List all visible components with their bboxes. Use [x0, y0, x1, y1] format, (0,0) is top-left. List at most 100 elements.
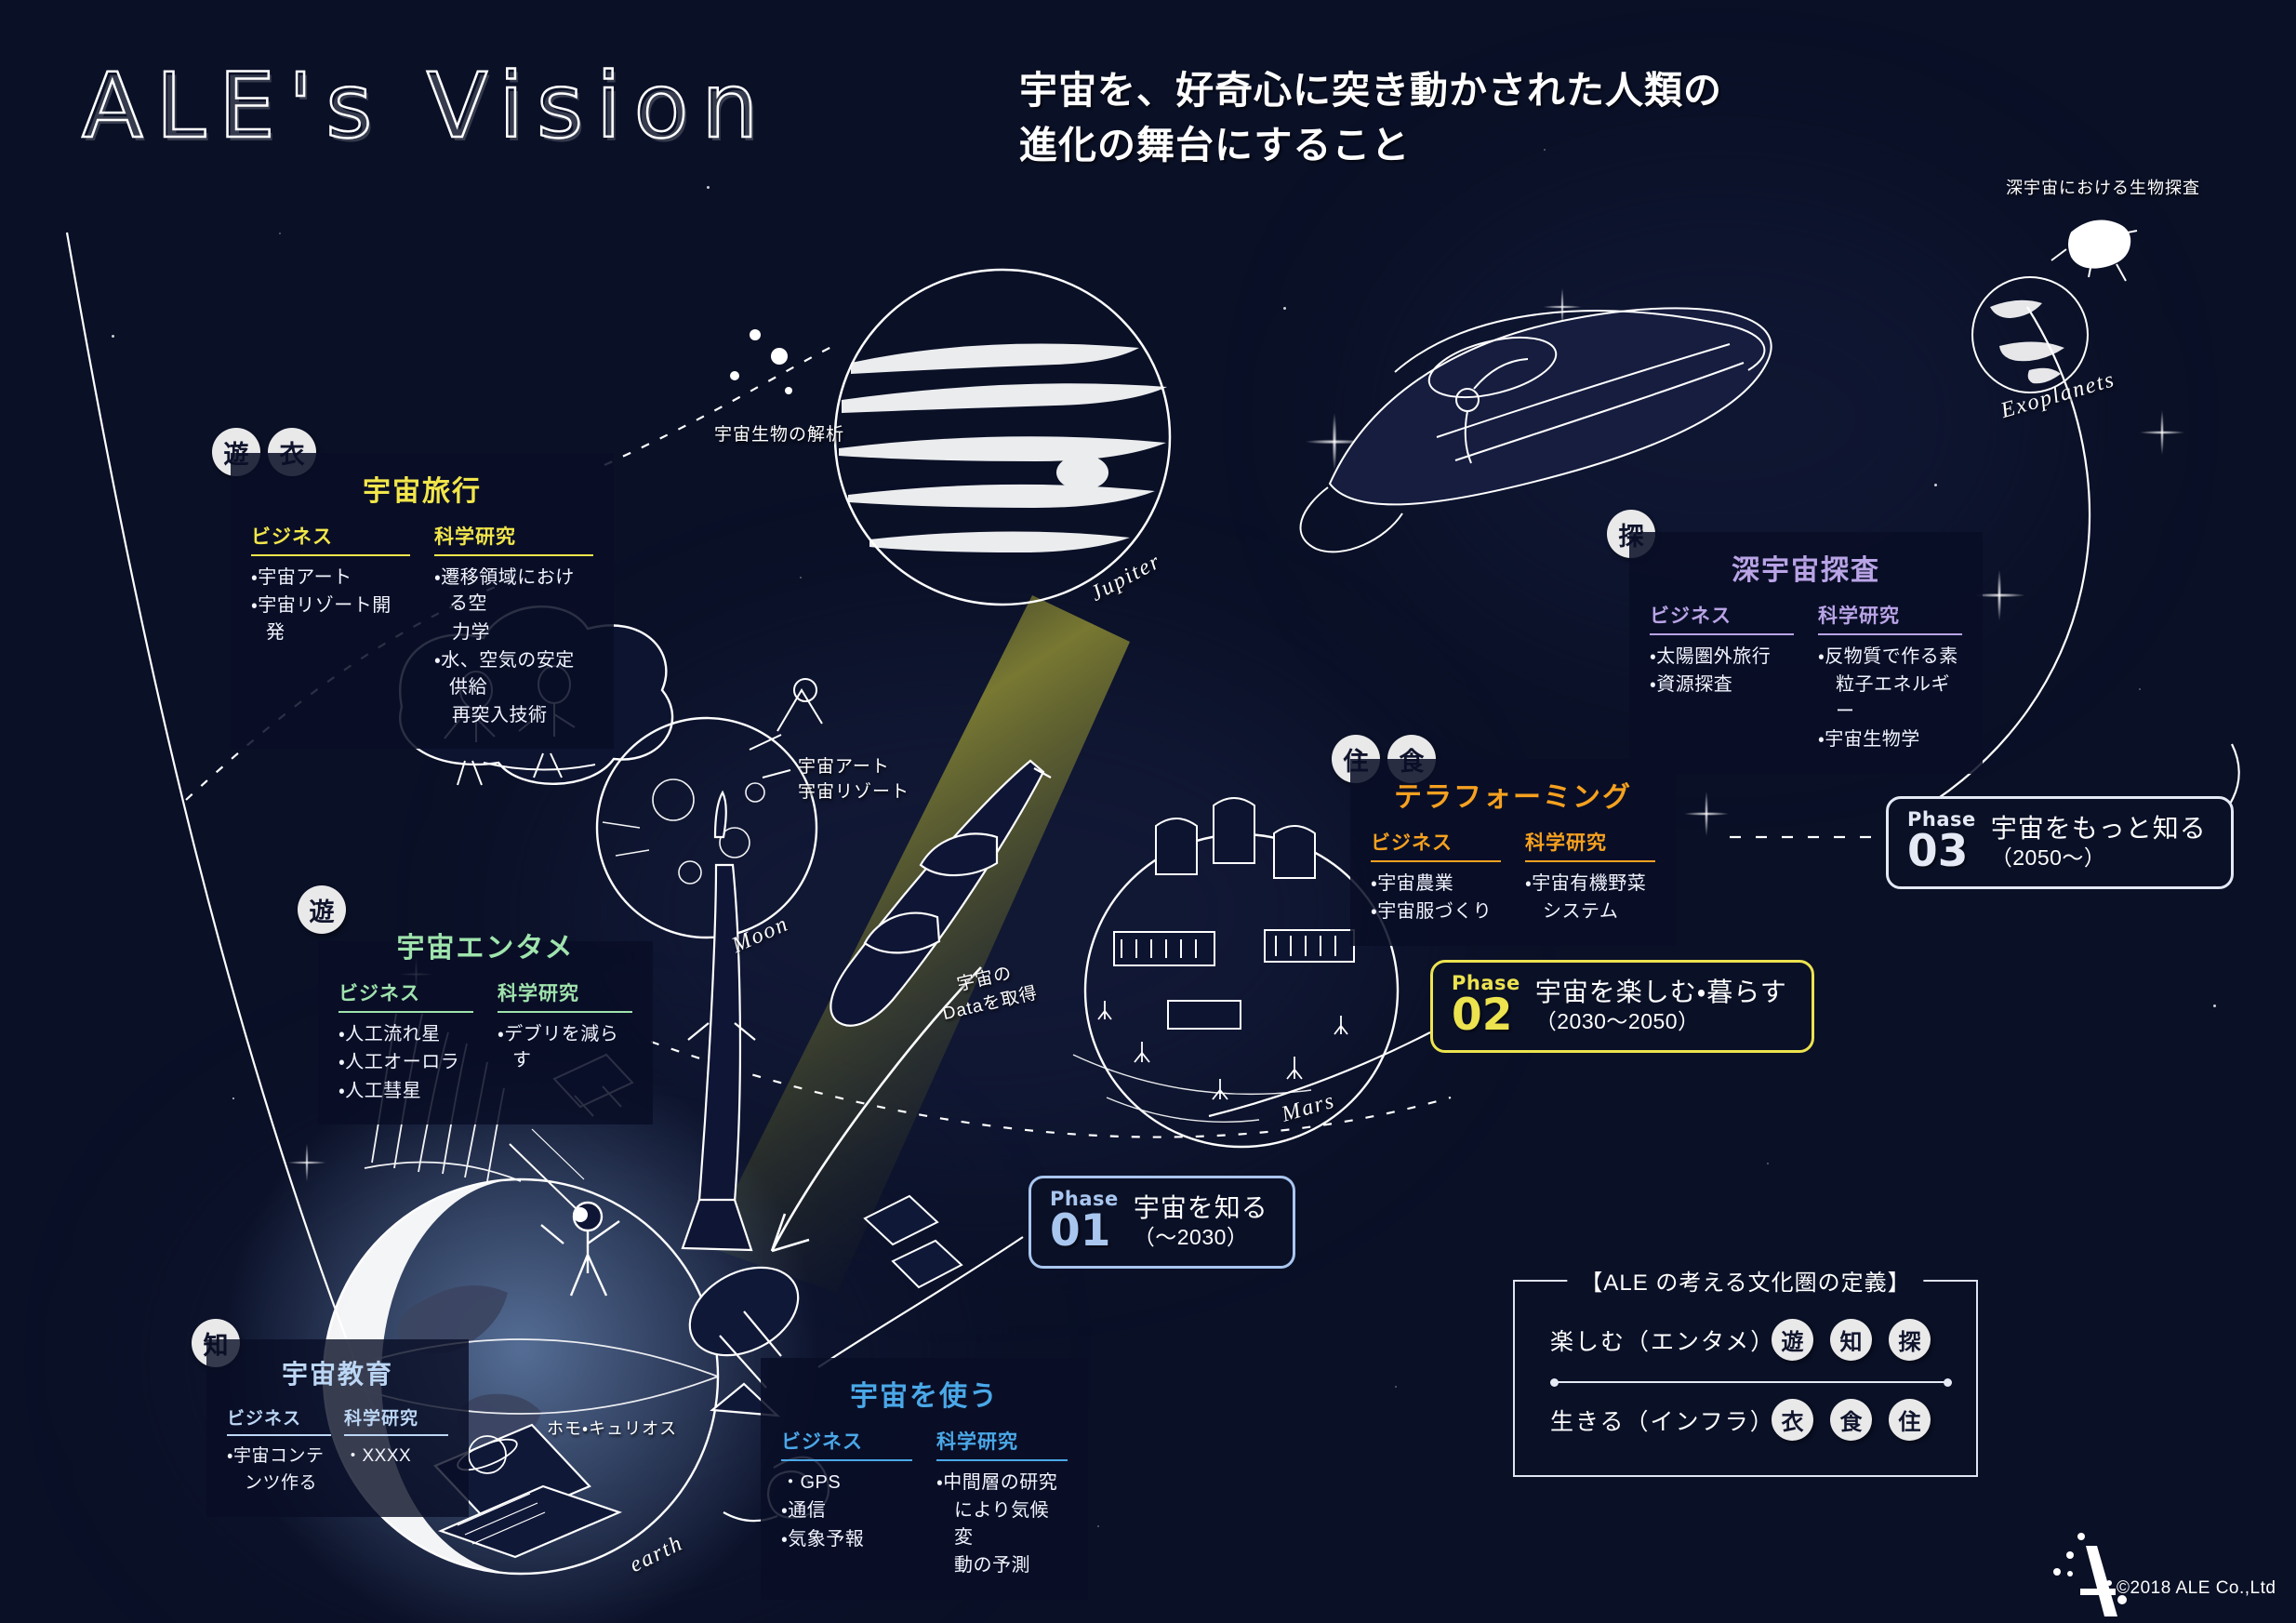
- subtitle-line-2: 進化の舞台にすること: [1019, 123, 1411, 168]
- column-list: ・GPS ・通信 ・気象予報: [781, 1470, 912, 1552]
- badge-juu: 住: [1889, 1399, 1931, 1441]
- mars-illustration: [1072, 797, 1400, 1149]
- column-header: 科学研究: [434, 522, 593, 556]
- phase-word: Phase: [1050, 1188, 1119, 1210]
- badge-yuu: 遊: [1772, 1319, 1813, 1361]
- legend-box: 【ALE の考える文化圏の定義】 楽しむ（エンタメ） 遊 知 探 生きる（インフ…: [1513, 1264, 1978, 1477]
- column-header: 科学研究: [1525, 828, 1655, 862]
- list-item: 粒子エネルギー: [1836, 674, 1950, 722]
- copyright-text: ©2018 ALE Co.,Ltd: [2117, 1578, 2276, 1598]
- spaceship-illustration: [1299, 307, 1772, 553]
- anno-space-art-resort: 宇宙アート 宇宙リゾート: [798, 757, 910, 802]
- phase-number: Phase 02: [1452, 974, 1520, 1041]
- column-header: ビジネス: [227, 1404, 331, 1436]
- phase-period: （2050〜）: [1990, 845, 2106, 870]
- list-item: ・人工彗星: [338, 1080, 422, 1101]
- list-item: ・人工オーロラ: [338, 1052, 460, 1073]
- phase-word: Phase: [1907, 808, 1976, 831]
- anno-lifeform-analysis: 宇宙生物の解析: [714, 425, 845, 445]
- card-space-travel[interactable]: 宇宙旅行 ビジネス ・宇宙アート ・宇宙リゾート開発 科学研究 ・遷移領域におけ…: [231, 453, 614, 750]
- card-column-business: ビジネス ・太陽圏外旅行 ・資源探査: [1650, 601, 1794, 755]
- card-column-science: 科学研究 ・デブリを減らす: [498, 978, 632, 1106]
- card-terraforming[interactable]: テラフォーミング ビジネス ・宇宙農業 ・宇宙服づくり 科学研究 ・宇宙有機野菜…: [1350, 759, 1676, 946]
- column-header: ビジネス: [338, 978, 473, 1013]
- list-item: ・反物質で作る素: [1818, 646, 1958, 667]
- ale-logo: [2053, 1533, 2127, 1616]
- list-item: ・宇宙服づくり: [1371, 901, 1493, 923]
- anno-exobiology: 深宇宙における生物探査: [2006, 179, 2200, 197]
- list-item: により気候変: [954, 1500, 1050, 1548]
- card-use-space[interactable]: 宇宙を使う ビジネス ・GPS ・通信 ・気象予報 科学研究 ・中間層の研究 に…: [761, 1358, 1088, 1600]
- label-earth: earth: [626, 1531, 688, 1578]
- list-item: ・宇宙農業: [1371, 873, 1454, 894]
- card-deep-space-exploration[interactable]: 深宇宙探査 ビジネス ・太陽圏外旅行 ・資源探査 科学研究 ・反物質で作る素 粒…: [1629, 532, 1983, 774]
- phase-02-pill[interactable]: Phase 02 宇宙を楽しむ・暮らす （2030〜2050）: [1430, 960, 1814, 1053]
- legend-divider: [1550, 1378, 1952, 1387]
- badge-shoku: 食: [1830, 1399, 1872, 1441]
- card-column-science: 科学研究 ・遷移領域における空 力学 ・水、空気の安定供給 再突入技術: [434, 522, 593, 730]
- list-item: 再突入技術: [452, 704, 548, 725]
- astronaut-icon: [2050, 220, 2138, 282]
- anno-space-data: 宇宙の Dataを取得: [940, 963, 1040, 1025]
- label-moon: Moon: [728, 911, 793, 958]
- phase-label: 宇宙をもっと知る （2050〜）: [1991, 813, 2207, 871]
- column-header: ビジネス: [781, 1427, 912, 1461]
- subtitle-line-1: 宇宙を、好奇心に突き動かされた人類の: [1019, 68, 1722, 113]
- card-column-science: 科学研究 ・反物質で作る素 粒子エネルギー ・宇宙生物学: [1818, 601, 1962, 755]
- list-item: ・気象予報: [781, 1528, 865, 1550]
- phase-label: 宇宙を知る （〜2030）: [1134, 1192, 1268, 1251]
- list-item: ・GPS: [781, 1472, 842, 1493]
- list-item: ・遷移領域における空: [434, 567, 575, 615]
- label-mars: Mars: [1279, 1088, 1338, 1127]
- column-list: ・人工流れ星 ・人工オーロラ ・人工彗星: [338, 1021, 473, 1104]
- list-item: ・資源探査: [1650, 674, 1733, 696]
- rocket-illustration: [681, 790, 756, 1252]
- page-title: ALE's Vision: [81, 53, 772, 160]
- phase-digits: 01: [1050, 1205, 1111, 1257]
- card-space-education[interactable]: 宇宙教育 ビジネス ・宇宙コンテ ンツ作る 科学研究 ・XXXX: [206, 1339, 469, 1517]
- column-header: 科学研究: [936, 1427, 1068, 1461]
- list-item: ンツ作る: [245, 1472, 318, 1493]
- column-list: ・宇宙農業 ・宇宙服づくり: [1371, 871, 1501, 925]
- column-header: ビジネス: [251, 522, 410, 556]
- list-item: ・XXXX: [344, 1446, 412, 1466]
- phase-03-pill[interactable]: Phase 03 宇宙をもっと知る （2050〜）: [1886, 796, 2234, 889]
- list-item: ・水、空気の安定供給: [434, 650, 575, 698]
- shooting-star-illustration: [509, 1128, 588, 1222]
- legend-row-label: 生きる（インフラ）: [1550, 1408, 1775, 1435]
- column-header: ビジネス: [1371, 828, 1501, 862]
- column-header: 科学研究: [344, 1404, 448, 1436]
- list-item: ・通信: [781, 1500, 827, 1522]
- label-exoplanets: Exoplanets: [1997, 367, 2118, 423]
- card-title: 宇宙旅行: [363, 476, 482, 507]
- legend-chips: 遊 知 探: [1772, 1319, 1931, 1361]
- column-header: ビジネス: [1650, 601, 1794, 635]
- header: ALE's Vision 宇宙を、好奇心に突き動かされた人類の 進化の舞台にする…: [0, 0, 2296, 223]
- card-space-entertainment[interactable]: 宇宙エンタメ ビジネス ・人工流れ星 ・人工オーロラ ・人工彗星 科学研究 ・デ…: [318, 933, 653, 1125]
- list-item: ・宇宙アート: [251, 567, 352, 588]
- list-item: ・宇宙有機野菜: [1525, 873, 1647, 894]
- anno-homo-curious: ホモ・キュリオス: [547, 1419, 678, 1438]
- column-list: ・中間層の研究 により気候変 動の予測: [936, 1470, 1068, 1579]
- list-item: 力学: [452, 621, 490, 643]
- column-list: ・太陽圏外旅行 ・資源探査: [1650, 644, 1794, 698]
- phase-digits: 03: [1907, 826, 1969, 877]
- column-list: ・反物質で作る素 粒子エネルギー ・宇宙生物学: [1818, 644, 1962, 753]
- phase-digits: 02: [1452, 990, 1513, 1041]
- phase-01-pill[interactable]: Phase 01 宇宙を知る （〜2030）: [1029, 1176, 1295, 1269]
- column-list: ・宇宙有機野菜 システム: [1525, 871, 1655, 925]
- badge-chi: 知: [1830, 1319, 1872, 1361]
- phase-title: 宇宙を知る: [1133, 1192, 1268, 1222]
- card-column-science: 科学研究 ・宇宙有機野菜 システム: [1525, 828, 1655, 927]
- exoplanet-illustration: [1971, 220, 2138, 393]
- list-item: ・宇宙生物学: [1818, 729, 1920, 751]
- homo-curious-figure: [540, 1201, 620, 1297]
- column-list: ・宇宙コンテ ンツ作る: [227, 1444, 331, 1497]
- column-list: ・デブリを減らす: [498, 1021, 632, 1074]
- page-subtitle: 宇宙を、好奇心に突き動かされた人類の 進化の舞台にすること: [1019, 63, 1722, 173]
- column-list: ・XXXX: [344, 1444, 448, 1470]
- legend-row-infrastructure: 生きる（インフラ） 衣 食 住: [1550, 1399, 1952, 1441]
- list-item: ・人工流れ星: [338, 1024, 441, 1044]
- card-column-business: ビジネス ・宇宙アート ・宇宙リゾート開発: [251, 522, 410, 730]
- card-title: 深宇宙探査: [1732, 555, 1880, 586]
